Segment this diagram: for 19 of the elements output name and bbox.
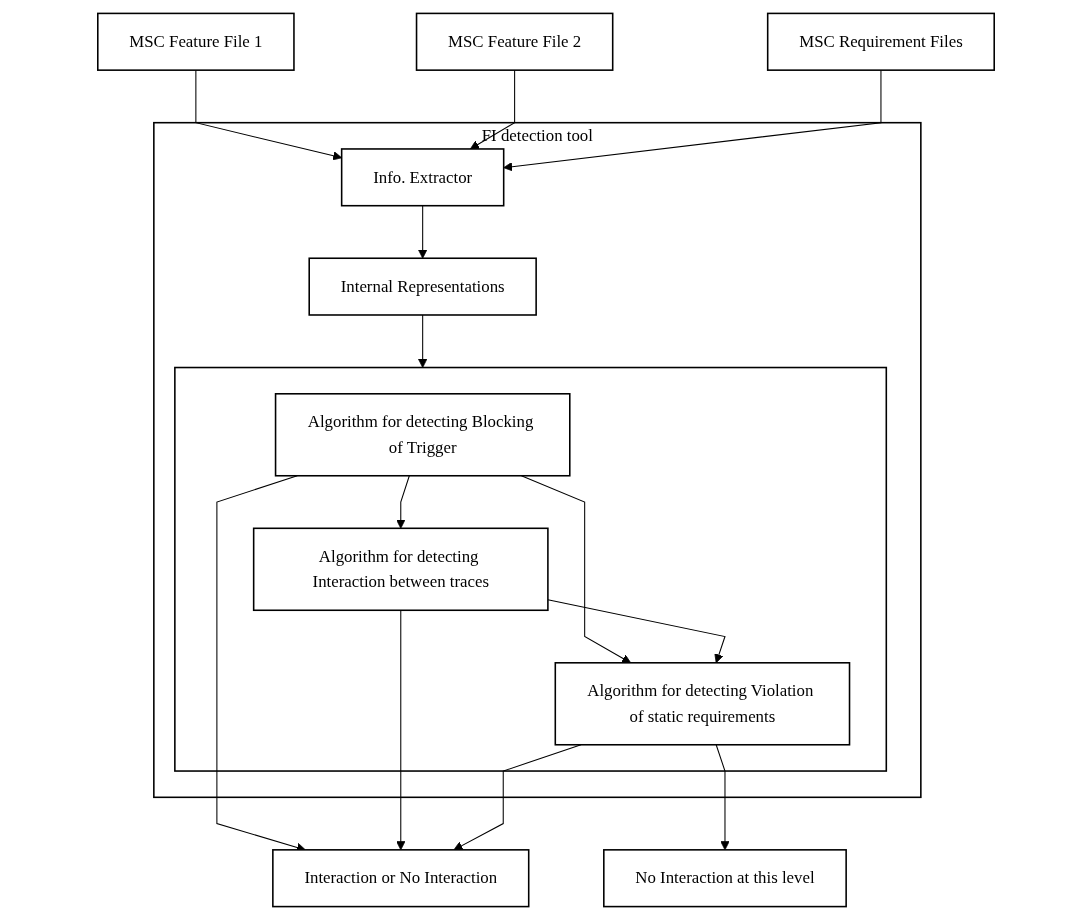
arrow	[396, 609, 406, 851]
arrow	[470, 69, 516, 150]
arrow	[715, 744, 730, 851]
arrow	[547, 599, 726, 664]
node-box: Algorithm for detecting Blocking of Trigger	[274, 393, 571, 477]
node-box: Internal Representations	[308, 257, 537, 316]
node-box: Algorithm for detecting Interaction between traces	[252, 527, 549, 612]
cluster	[174, 366, 888, 772]
node-box: MSC Requirement Files	[766, 12, 995, 71]
node-box: Interaction or No Interaction	[272, 849, 530, 908]
node-box: MSC Feature File 2	[415, 12, 614, 71]
node-box: No Interaction at this level	[603, 849, 847, 908]
node-box: Info. Extractor	[340, 148, 505, 207]
arrow	[418, 205, 428, 259]
arrow	[418, 314, 428, 368]
node-box: Algorithm for detecting Violation of static requirements	[554, 662, 851, 746]
arrow	[503, 69, 882, 172]
node-box: MSC Feature File 1	[97, 12, 295, 71]
arrow	[396, 475, 410, 529]
